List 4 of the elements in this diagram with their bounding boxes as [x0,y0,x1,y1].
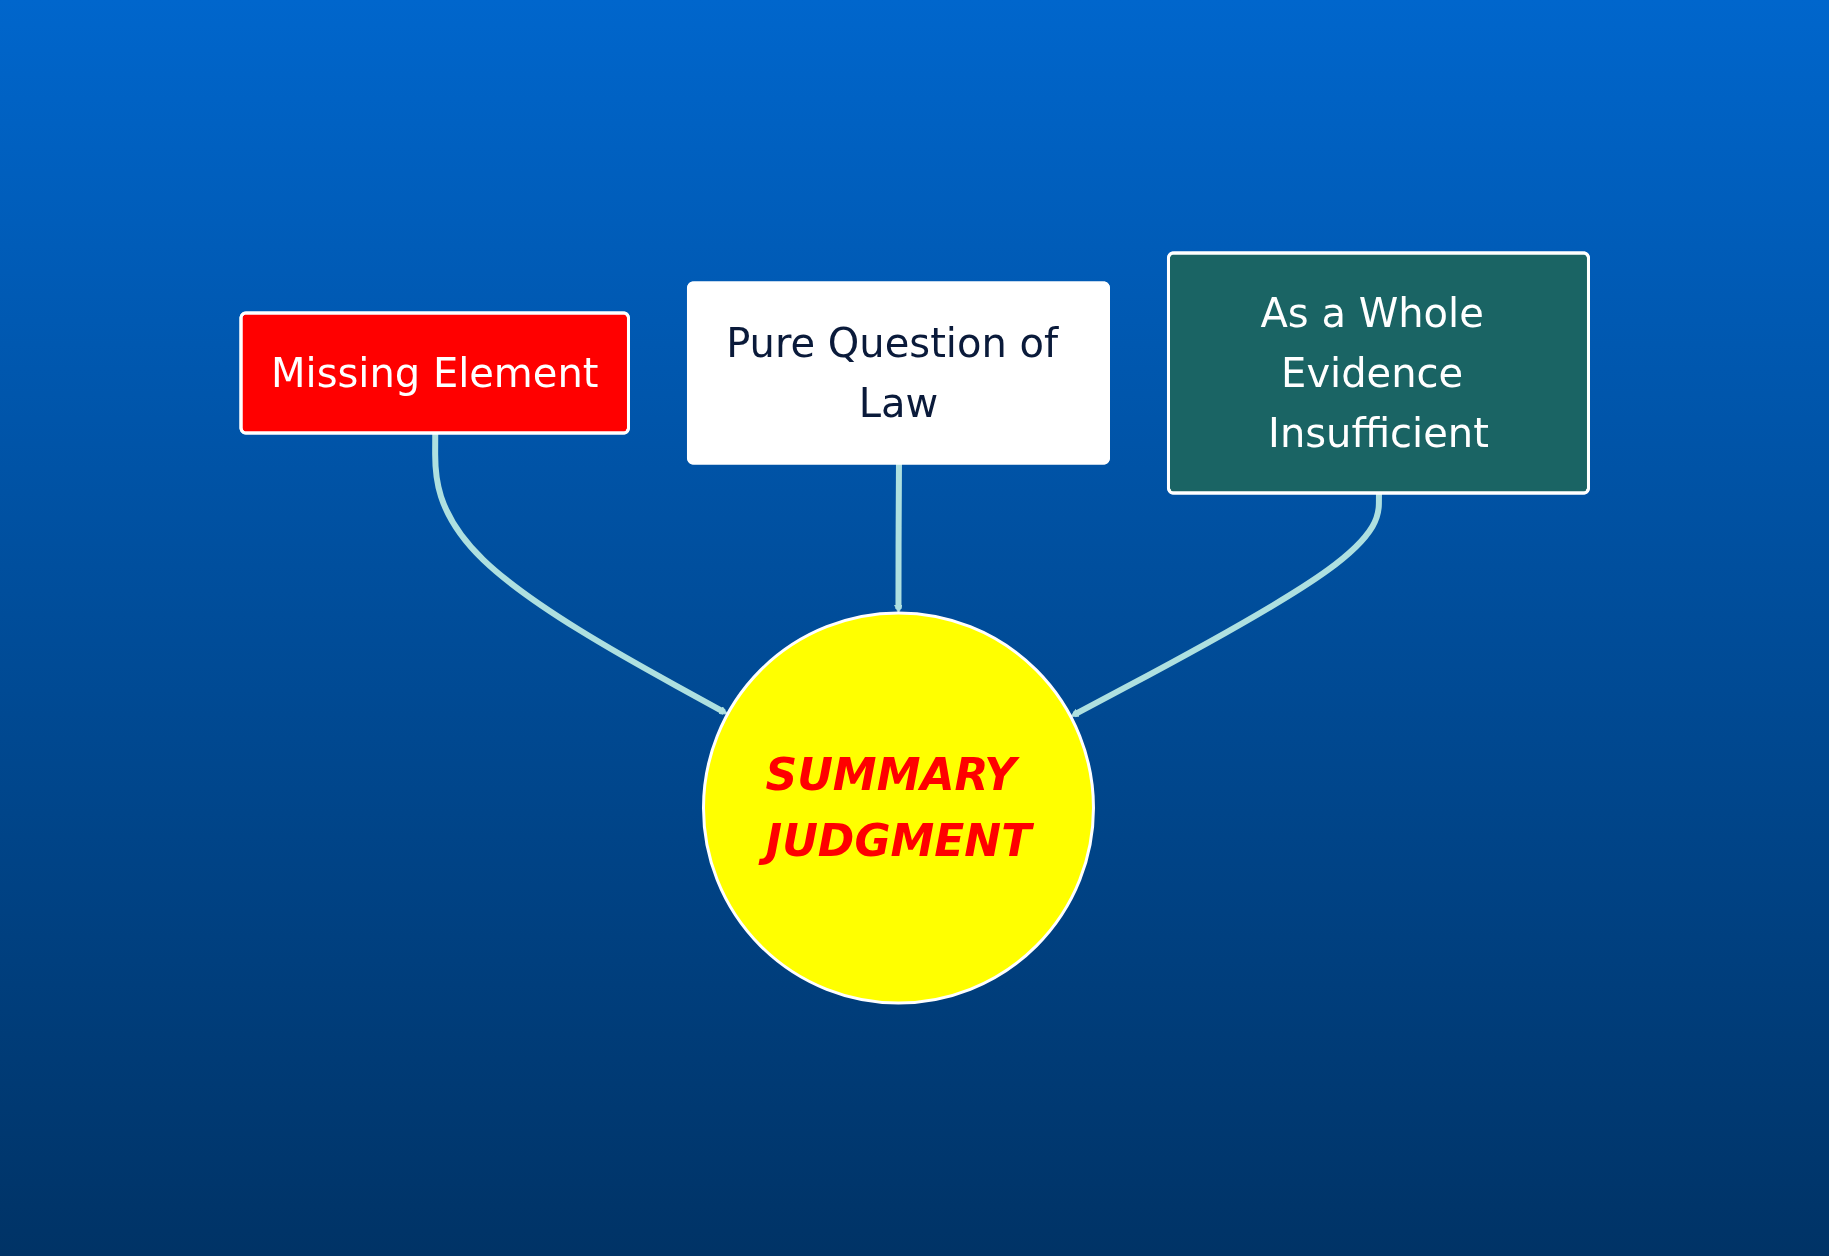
arrow [1070,493,1382,718]
arrow [893,463,903,614]
node-circle: SUMMARY JUDGMENT [701,611,1095,1005]
arrow [431,433,728,715]
